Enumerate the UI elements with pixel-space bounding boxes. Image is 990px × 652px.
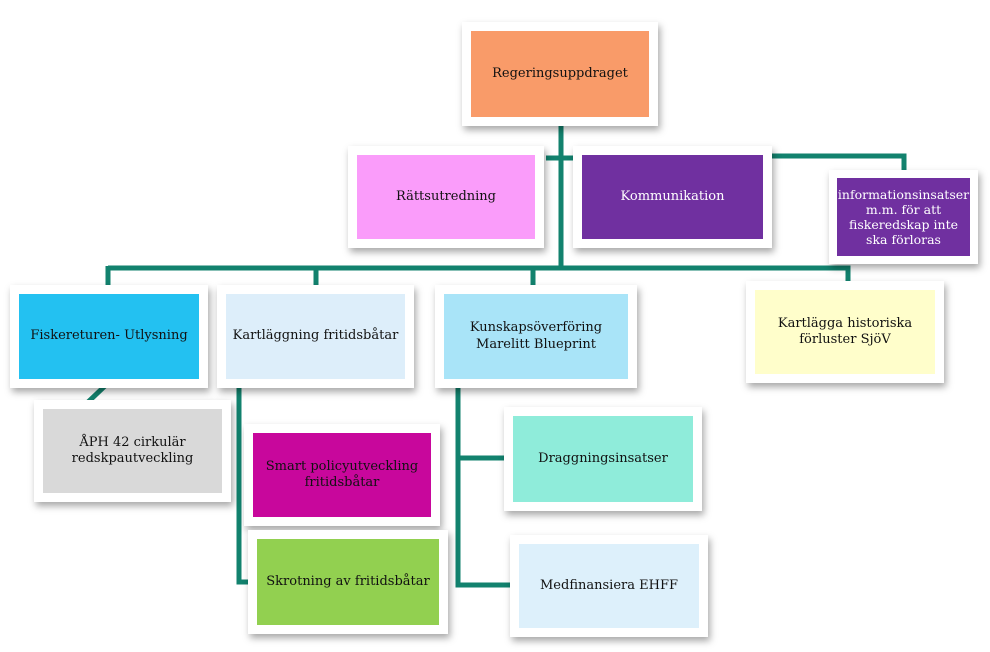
- node-kartlaggning: Kartläggning fritidsbåtar: [217, 285, 414, 388]
- node-aph42-label: ÅPH 42 cirkulär redskpautveckling: [43, 409, 222, 493]
- node-medfinansiera-label: Medfinansiera EHFF: [519, 544, 699, 628]
- node-draggning-label: Draggningsinsatser: [513, 416, 693, 502]
- node-kunskapsoverforing: Kunskapsöverföring Marelitt Blueprint: [435, 285, 637, 388]
- node-kommunikation: Kommunikation: [573, 146, 772, 248]
- connector-kunskap-children: [455, 388, 510, 588]
- node-rattsutredning: Rättsutredning: [348, 146, 544, 248]
- node-fiskereturen: Fiskereturen- Utlysning: [10, 285, 208, 388]
- node-regeringsuppdraget-label: Regeringsuppdraget: [471, 31, 649, 117]
- node-kartlagga-historiska: Kartlägga historiska förluster SjöV: [746, 281, 944, 383]
- node-fiskereturen-label: Fiskereturen- Utlysning: [19, 294, 199, 379]
- node-informationsinsatser-label: informationsinsatser m.m. för att fisker…: [837, 178, 970, 256]
- node-skrotning: Skrotning av fritidsbåtar: [248, 530, 448, 634]
- node-regeringsuppdraget: Regeringsuppdraget: [462, 22, 658, 126]
- node-rattsutredning-label: Rättsutredning: [357, 155, 535, 239]
- connector-informationsinsatser: [772, 153, 907, 172]
- node-kommunikation-label: Kommunikation: [582, 155, 763, 239]
- node-smart-policy: Smart policyutveckling fritidsbåtar: [244, 424, 440, 526]
- node-medfinansiera: Medfinansiera EHFF: [510, 535, 708, 637]
- node-informationsinsatser: informationsinsatser m.m. för att fisker…: [829, 170, 978, 264]
- node-draggning: Draggningsinsatser: [504, 407, 702, 511]
- node-aph42: ÅPH 42 cirkulär redskpautveckling: [34, 400, 231, 502]
- node-kartlagga-historiska-label: Kartlägga historiska förluster SjöV: [755, 290, 935, 374]
- node-kartlaggning-label: Kartläggning fritidsbåtar: [226, 294, 405, 379]
- connector-level2-bus: [108, 265, 851, 281]
- connector-kartlaggning-children: [236, 388, 248, 585]
- node-smart-policy-label: Smart policyutveckling fritidsbåtar: [253, 433, 431, 517]
- node-kunskapsoverforing-label: Kunskapsöverföring Marelitt Blueprint: [444, 294, 628, 379]
- node-skrotning-label: Skrotning av fritidsbåtar: [257, 539, 439, 625]
